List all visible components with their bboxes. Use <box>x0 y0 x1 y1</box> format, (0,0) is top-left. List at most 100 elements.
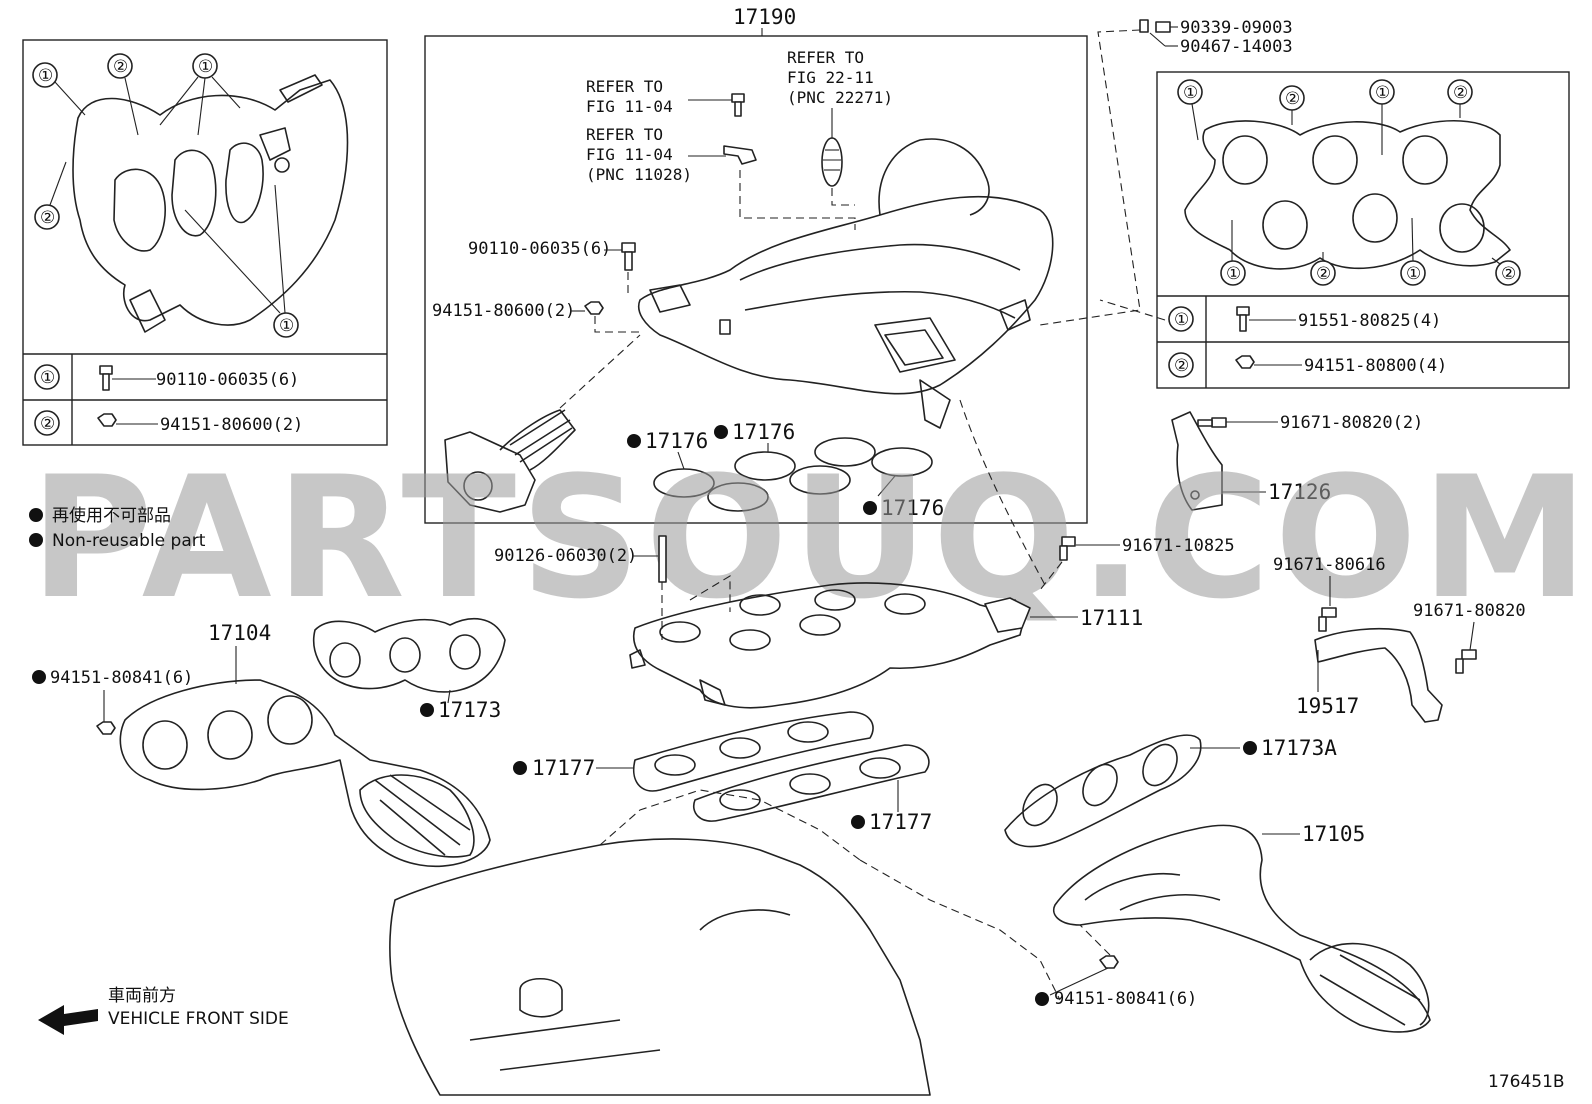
label-17176: 17176 <box>881 496 944 520</box>
label-17177-a: 17177 <box>532 756 595 780</box>
callout-1: ① <box>1183 83 1198 103</box>
gasket-17173A: 17173A <box>1004 734 1337 848</box>
filter-screen-icon <box>821 137 843 187</box>
arrow-left-icon <box>38 1005 98 1035</box>
direction-label-en: VEHICLE FRONT SIDE <box>108 1009 289 1029</box>
bracket-17126: 91671-80820(2) 17126 <box>1171 411 1423 511</box>
nut-icon <box>584 301 604 315</box>
table-part-number: 94151-80600(2) <box>160 415 303 435</box>
gasket-17173: 17173 <box>313 618 506 722</box>
callout-2: ② <box>1285 89 1300 109</box>
label-91671-80820: 91671-80820 <box>1413 601 1526 621</box>
callout-1: ① <box>279 316 294 336</box>
callout-2: ② <box>1453 83 1468 103</box>
refer-note: FIG 11-04 <box>586 97 673 116</box>
left-inset-callouts: ① ② ① ② ① <box>32 53 299 338</box>
table-part-number: 94151-80800(4) <box>1304 356 1447 376</box>
nut-icon <box>1235 355 1255 369</box>
label-17176: 17176 <box>732 420 795 444</box>
nut-icon <box>1099 955 1119 969</box>
label-19517: 19517 <box>1296 694 1359 718</box>
callout-1: ① <box>1375 83 1390 103</box>
direction-label-jp: 車両前方 <box>108 986 176 1006</box>
table-row-num: ① <box>40 368 55 388</box>
legend-non-reusable-en: Non-reusable part <box>52 531 206 551</box>
label-94151-80841-right: 94151-80841(6) <box>1054 989 1197 1009</box>
table-row-num: ② <box>1174 356 1189 376</box>
group-title-17190: 17190 <box>733 5 796 29</box>
bolt-part-number: 90110-06035(6) <box>468 239 611 259</box>
legend-non-reusable-jp: 再使用不可部品 <box>52 505 171 526</box>
exhaust-manifold-inset-drawing <box>72 74 349 333</box>
label-17105: 17105 <box>1302 822 1365 846</box>
refer-note: (PNC 22271) <box>787 88 893 107</box>
table-part-number: 90110-06035(6) <box>156 370 299 390</box>
nut-part-number: 94151-80600(2) <box>432 301 575 321</box>
right-inset-frame <box>1156 71 1570 389</box>
refer-note: FIG 11-04 <box>586 145 673 164</box>
watermark-text: PARTSOUQ.COM <box>30 440 1592 636</box>
label-91671-80820-2: 91671-80820(2) <box>1280 413 1423 433</box>
callout-2: ② <box>113 57 128 77</box>
label-17126: 17126 <box>1268 480 1331 504</box>
legend: 再使用不可部品 Non-reusable part <box>29 505 206 551</box>
callout-2: ② <box>40 208 55 228</box>
intake-gasket-inset-drawing <box>1184 120 1511 270</box>
label-17176: 17176 <box>645 429 708 453</box>
callout-2: ② <box>1501 264 1516 284</box>
vehicle-front-indicator: 車両前方 VEHICLE FRONT SIDE <box>38 986 289 1035</box>
refer-note: REFER TO <box>586 77 663 96</box>
bolt-icon <box>731 93 745 117</box>
label-17173A: 17173A <box>1261 736 1337 760</box>
center-box-frame <box>424 35 1088 524</box>
bolt-icon <box>621 242 636 271</box>
bolt-icon <box>1197 417 1227 428</box>
callout-1: ① <box>1406 264 1421 284</box>
bolt-icon <box>1236 306 1250 332</box>
label-17177-b: 17177 <box>869 810 932 834</box>
intake-plenum-group: 17190 REFER TO FIG 11-04 REFER TO FIG 11… <box>424 5 1088 524</box>
right-inset: ① ② ① ② ① ② ① ② ① <box>1156 71 1570 389</box>
throttle-body-drawing <box>444 409 576 513</box>
intake-plenum-drawing <box>638 138 1054 429</box>
top-right-parts: 90339-09003 90467-14003 <box>1039 18 1293 326</box>
right-inset-callouts: ① ② ① ② ① ② ① ② <box>1177 79 1521 286</box>
refer-note: (PNC 11028) <box>586 165 692 184</box>
bracket-19517: 91671-80616 91671-80820 19517 <box>1273 555 1526 723</box>
right-inset-table: ① 91551-80825(4) ② 94151-80800(4) <box>1168 306 1447 378</box>
table-row-num: ② <box>40 414 55 434</box>
callout-1: ① <box>1226 264 1241 284</box>
label-94151-80841-left: 94151-80841(6) <box>50 668 193 688</box>
refer-note: REFER TO <box>787 48 864 67</box>
label-91671-80616: 91671-80616 <box>1273 555 1386 575</box>
left-inset-frame <box>22 39 388 446</box>
gasket-17177-set: 17177 17177 <box>513 711 932 834</box>
nut-icon <box>96 721 116 735</box>
label-17111: 17111 <box>1080 606 1143 630</box>
bolt-icon <box>1059 536 1076 561</box>
clip-icon <box>723 145 757 165</box>
callout-1: ① <box>198 57 213 77</box>
bolt-icon <box>1455 649 1477 674</box>
label-90126-06030: 90126-06030(2) <box>494 546 637 566</box>
gasket-17176-set <box>653 437 933 512</box>
engine-block-drawing <box>389 789 1061 1096</box>
plug-icon <box>1139 19 1171 33</box>
callout-1: ① <box>38 66 53 86</box>
refer-note: FIG 22-11 <box>787 68 874 87</box>
refer-note: REFER TO <box>586 125 663 144</box>
table-part-number: 91551-80825(4) <box>1298 311 1441 331</box>
diagram-id: 176451B <box>1488 1072 1565 1092</box>
left-inset: ① ② ① ② ① ① 90110-0 <box>22 39 388 446</box>
label-90467-14003: 90467-14003 <box>1180 37 1293 57</box>
exhaust-manifold-17105: 17105 94151-80841(6) <box>1035 822 1431 1033</box>
label-91671-10825: 91671-10825 <box>1122 536 1235 556</box>
label-17104: 17104 <box>208 621 271 645</box>
left-inset-table: ① 90110-06035(6) ② 94151-80600(2) <box>34 364 303 436</box>
stud-icon <box>658 535 667 583</box>
exhaust-manifold-17104: 17104 94151-80841(6) <box>32 621 491 868</box>
label-90339-09003: 90339-09003 <box>1180 18 1293 38</box>
intake-manifold-17111: 90126-06030(2) 91671-10825 17111 <box>494 399 1235 709</box>
